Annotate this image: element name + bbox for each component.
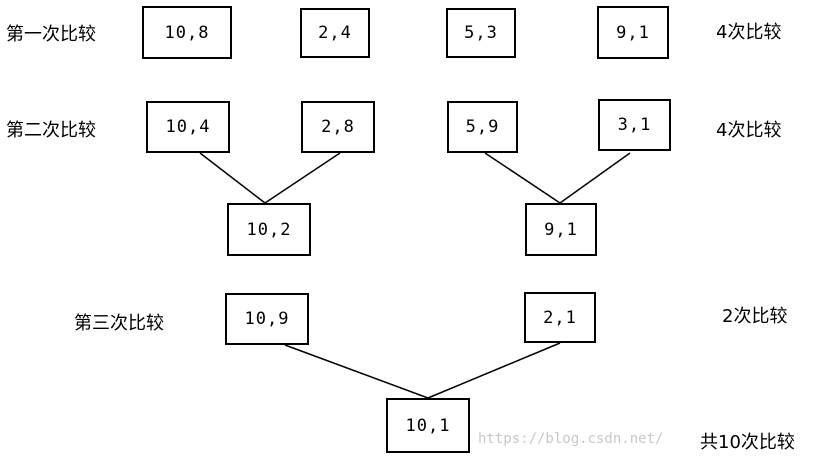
connector-line [484,152,561,204]
connector-line [559,152,631,204]
round1-label: 第一次比较 [6,24,96,45]
round1-box-2: 2,4 [300,8,370,58]
round2-box-3: 5,9 [447,101,518,153]
round1-box-4: 9,1 [597,6,669,59]
round3-label: 第三次比较 [74,313,164,334]
round2-count-label: 4次比较 [716,120,782,141]
merge-box-left: 10,2 [227,203,311,256]
total-count-label: 共10次比较 [700,432,795,453]
connector-line [264,152,341,204]
round3-box-2: 2,1 [524,292,596,343]
round1-count-label: 4次比较 [716,22,782,43]
round1-box-3: 5,3 [446,8,516,58]
watermark: https://blog.csdn.net/ [478,431,664,447]
round3-count-label: 2次比较 [722,306,788,327]
connector-line [199,152,266,204]
round1-box-1: 10,8 [142,6,232,59]
round3-box-1: 10,9 [225,293,309,345]
final-box: 10,1 [386,398,470,453]
round2-box-1: 10,4 [146,101,230,153]
round2-box-2: 2,8 [301,101,375,153]
connector-line [284,344,429,399]
round2-box-4: 3,1 [598,99,671,151]
connector-line [427,342,561,399]
merge-box-right: 9,1 [525,203,597,256]
round2-label: 第二次比较 [6,120,96,141]
